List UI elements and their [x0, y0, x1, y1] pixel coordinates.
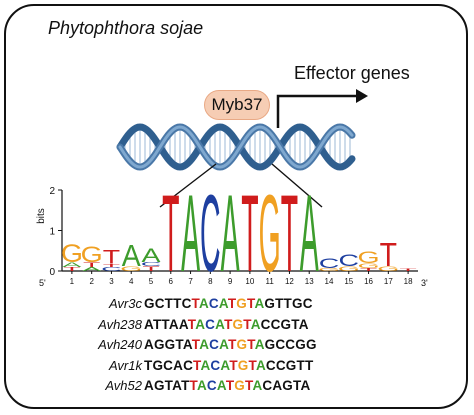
zoom-line-right — [271, 163, 323, 208]
logo-letter-C: C — [339, 251, 360, 270]
myb37-pill — [204, 90, 270, 120]
logo-letter-G: G — [120, 265, 142, 272]
x-tick-label: 3 — [109, 277, 114, 286]
x-tick-label: 2 — [89, 277, 94, 286]
logo-letter-G: G — [377, 265, 399, 272]
gene-name: Avr3c — [109, 296, 142, 311]
logo-letter-C: C — [101, 266, 122, 272]
logo-letter-G: G — [61, 240, 83, 268]
x-tick-label: 15 — [344, 277, 353, 286]
logo-letter-T: T — [103, 247, 120, 269]
logo-letter-G: G — [259, 172, 281, 294]
gene-name: Avh240 — [98, 337, 142, 352]
zoom-line-left — [159, 163, 217, 208]
x-tick-label: 14 — [325, 277, 334, 286]
three-prime-label: 3' — [421, 278, 428, 288]
x-tick-label: 6 — [169, 277, 174, 286]
x-tick-label: 7 — [188, 277, 193, 286]
logo-letter-A: A — [300, 172, 319, 294]
dna-double-helix — [116, 123, 356, 171]
logo-letter-C: C — [319, 255, 340, 271]
y-tick-label: 0 — [49, 267, 55, 278]
transcription-arrow — [276, 89, 368, 128]
x-tick-label: 11 — [266, 277, 275, 286]
logo-letter-G: G — [358, 248, 380, 267]
logo-letter-G: G — [318, 267, 340, 272]
gene-sequence: AGGTATACATGTAGCCGG — [144, 337, 317, 352]
x-tick-label: 4 — [129, 277, 134, 286]
x-tick-label: 10 — [245, 277, 254, 286]
logo-letter-T: T — [83, 261, 101, 268]
x-tick-label: 16 — [364, 277, 373, 286]
logo-letter-T: T — [142, 265, 160, 272]
logo-letter-T: T — [63, 266, 81, 272]
logo-y-label: bits — [36, 208, 47, 224]
logo-letter-A: A — [181, 172, 200, 294]
logo-letter-C: C — [200, 172, 221, 294]
logo-letter-T: T — [241, 172, 258, 294]
x-tick-label: 9 — [228, 277, 233, 286]
x-tick-label: 13 — [305, 277, 314, 286]
gene-name: Avr1k — [109, 357, 142, 373]
myb37-label: Myb37 — [211, 95, 263, 114]
logo-letter-G: G — [338, 265, 360, 272]
x-tick-label: 1 — [70, 277, 75, 286]
organism-title: Phytophthora sojae — [48, 18, 204, 38]
gene-sequence: ATTAATACATGTACCGTA — [144, 316, 309, 332]
logo-letter-T: T — [103, 263, 120, 268]
x-tick-label: 17 — [384, 277, 393, 286]
effector-genes-label: Effector genes — [294, 63, 410, 83]
logo-letter-T: T — [399, 268, 416, 272]
figure-frame — [4, 4, 468, 409]
gene-name: Avh238 — [98, 316, 142, 332]
x-tick-label: 18 — [404, 277, 413, 286]
gene-name: Avh52 — [105, 378, 142, 393]
y-tick-label: 1 — [49, 227, 55, 238]
logo-letter-T: T — [360, 267, 377, 272]
logo-letter-C: C — [141, 261, 162, 267]
x-tick-label: 5 — [149, 277, 154, 286]
five-prime-label: 5' — [39, 278, 46, 288]
logo-letter-A: A — [142, 245, 162, 267]
gene-sequence: TGCACTACATGTACCGTT — [144, 357, 314, 373]
gene-sequence: AGTATTACATGTACAGTA — [144, 378, 311, 393]
logo-letter-A: A — [122, 239, 141, 273]
logo-letter-T: T — [162, 172, 179, 294]
x-tick-label: 12 — [285, 277, 294, 286]
logo-letter-T: T — [281, 172, 298, 294]
logo-letter-A: A — [82, 266, 101, 272]
logo-letter-T: T — [380, 236, 397, 274]
gene-sequence: GCTTCTACATGTAGTTGC — [144, 296, 313, 311]
logo-letter-G: G — [81, 243, 103, 268]
logo-letter-A: A — [221, 172, 240, 294]
logo-letter-A: A — [62, 261, 81, 268]
logo-letter-G: G — [358, 262, 380, 269]
y-tick-label: 2 — [49, 186, 55, 197]
x-tick-label: 8 — [208, 277, 213, 286]
